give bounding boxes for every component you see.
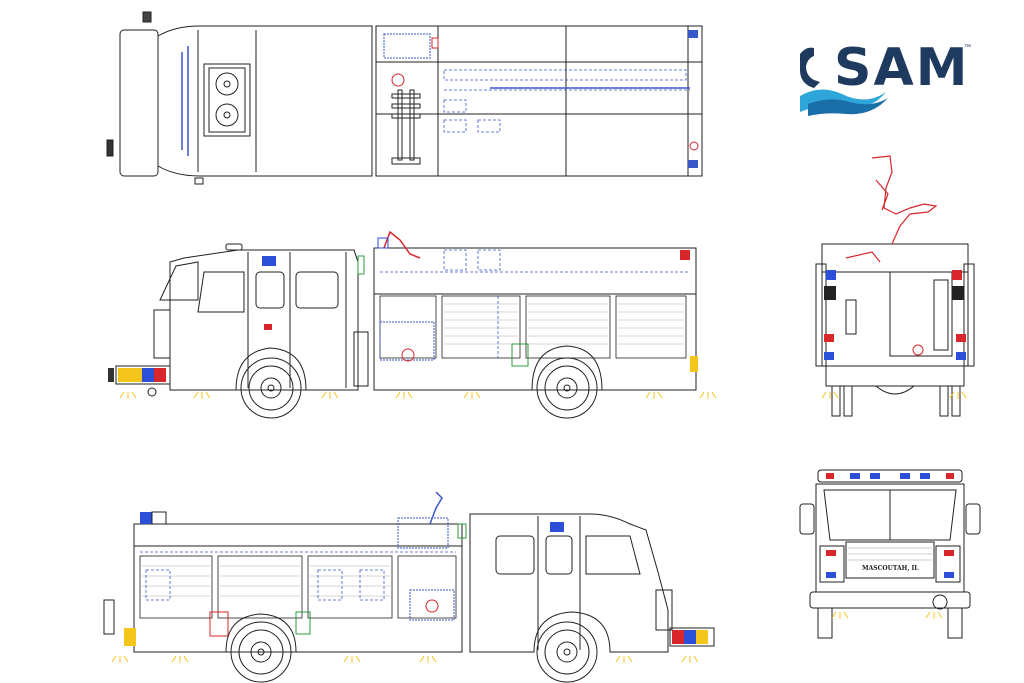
- rear-wheel-officer: [230, 621, 292, 683]
- sam-logo-icon: [800, 47, 888, 116]
- front-plate-text: MASCOUTAH, IL: [862, 565, 919, 572]
- front-wheel: [240, 357, 302, 419]
- front-view: [799, 469, 981, 639]
- rear-view: [815, 155, 975, 417]
- driver-side-view: [108, 230, 717, 419]
- officer-side-view: [103, 491, 715, 683]
- sam-logo: SAM ™: [796, 40, 996, 100]
- front-wheel-officer: [536, 621, 598, 683]
- brand-name: SAM: [834, 38, 970, 98]
- brand-trademark: ™: [964, 44, 971, 51]
- top-view: [106, 11, 703, 185]
- rear-wheel: [536, 357, 598, 419]
